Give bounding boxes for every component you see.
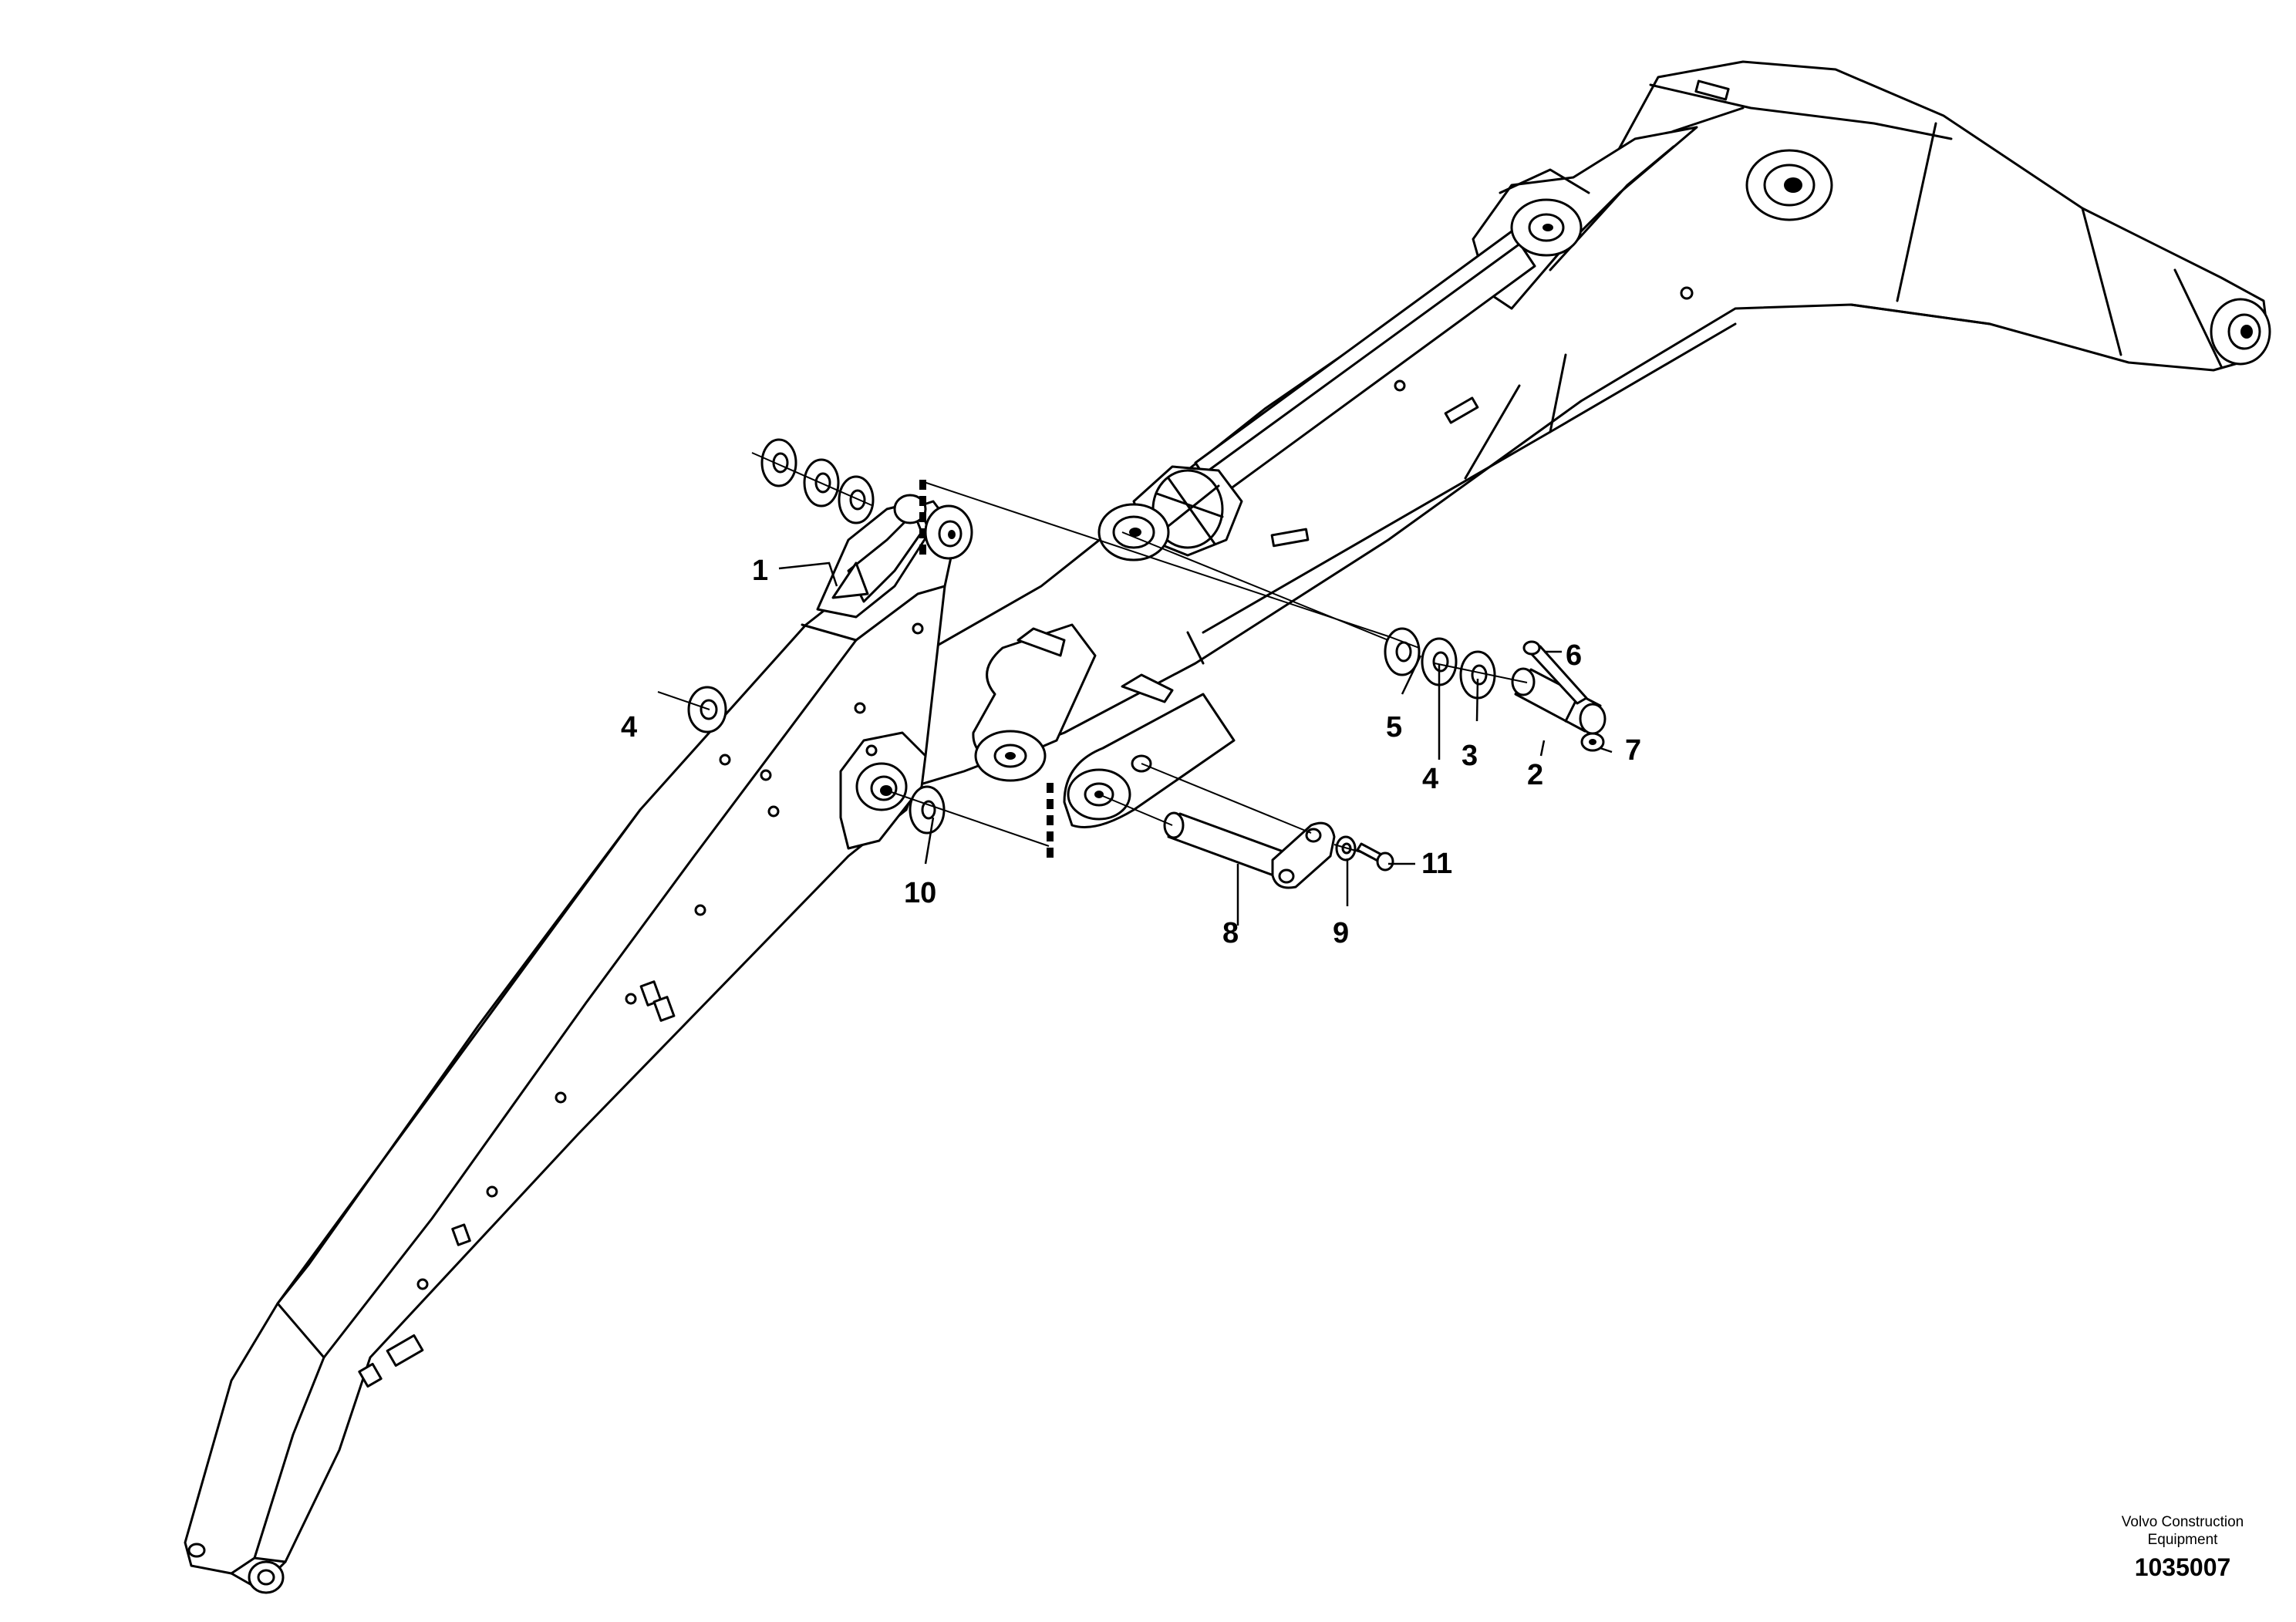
callout-5: 5 [1386,711,1402,744]
washer-4-right [1421,637,1458,686]
callout-11: 11 [1421,848,1452,880]
callout-1: 1 [752,555,768,587]
bolt-6 [1522,640,1588,705]
nut-7 [1580,732,1605,752]
callout-10: 10 [904,877,936,909]
bolt-11 [1356,842,1394,872]
callout-8: 8 [1222,917,1239,949]
brand-label: Volvo Construction Equipment [2082,1513,2283,1549]
callout-4-right: 4 [1422,763,1438,795]
washer-5 [1384,627,1421,676]
callouts: 1 4 10 5 4 3 2 6 7 8 9 11 [621,555,1641,949]
dashed-bar-bottom [1047,783,1054,858]
brand-line-2: Equipment [2147,1532,2218,1548]
callout-9: 9 [1333,917,1349,949]
callout-4-left: 4 [621,711,637,744]
callout-2: 2 [1527,759,1543,791]
washer-top-3 [838,475,875,524]
washer-top-1 [760,438,797,487]
leader-lines [778,561,1613,926]
arm-dipper [184,494,973,1594]
pin-8 [1163,811,1336,889]
drawing-number: 1035007 [2134,1553,2231,1581]
callout-3: 3 [1462,740,1478,772]
dashed-bar-top [919,480,926,555]
assembly-lines [657,452,1528,858]
arm-cylinder [1097,168,1590,561]
washer-10 [909,785,946,835]
pin-2 [1511,667,1607,735]
loose-parts [687,438,1607,889]
brand-line-1: Volvo Construction [2121,1514,2244,1530]
callout-7: 7 [1625,734,1641,767]
callout-6: 6 [1566,639,1582,672]
